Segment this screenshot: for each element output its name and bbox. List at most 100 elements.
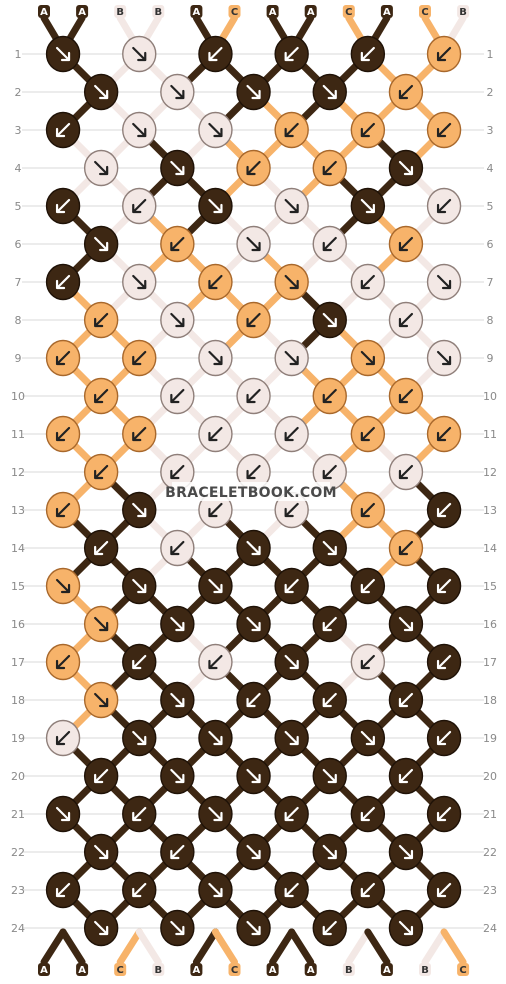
arrow-down-left-icon bbox=[322, 388, 337, 404]
knot bbox=[274, 35, 309, 73]
label-chip bbox=[228, 963, 241, 976]
knot bbox=[198, 491, 233, 529]
arrow-down-left-icon bbox=[132, 426, 147, 442]
knot bbox=[236, 909, 271, 947]
arrow-down-left-icon bbox=[398, 768, 414, 784]
arrow-down-right-icon bbox=[436, 350, 452, 366]
knot bbox=[45, 643, 81, 681]
arrow-down-right-icon bbox=[360, 198, 375, 214]
knot bbox=[426, 491, 462, 529]
arrow-down-right-icon bbox=[170, 692, 185, 708]
arrow-down-right-icon bbox=[94, 844, 109, 860]
label-letter: C bbox=[117, 965, 124, 976]
knot bbox=[83, 681, 119, 719]
arrow-down-left-icon bbox=[398, 464, 414, 480]
knot bbox=[426, 643, 462, 681]
arrow-down-left-icon bbox=[246, 312, 261, 328]
arrow-down-left-icon bbox=[170, 464, 185, 480]
knot bbox=[236, 833, 271, 871]
label-chip bbox=[190, 963, 203, 976]
knot bbox=[312, 149, 347, 187]
knot bbox=[122, 795, 157, 833]
arrow-down-left-icon bbox=[208, 46, 223, 62]
row-number-left: 24 bbox=[11, 922, 25, 935]
knot bbox=[122, 339, 157, 377]
arrow-down-left-icon bbox=[208, 502, 223, 518]
arrow-down-right-icon bbox=[94, 692, 109, 708]
knot bbox=[350, 719, 386, 757]
knot bbox=[236, 301, 271, 339]
knot bbox=[45, 35, 81, 73]
label-letter: A bbox=[383, 7, 391, 18]
row-number-right: 10 bbox=[483, 390, 497, 403]
knot bbox=[388, 453, 424, 491]
arrow-down-left-icon bbox=[360, 502, 375, 518]
arrow-down-right-icon bbox=[246, 540, 261, 556]
knot bbox=[426, 719, 462, 757]
label-letter: B bbox=[116, 7, 124, 18]
knot bbox=[236, 529, 271, 567]
arrow-down-right-icon bbox=[170, 920, 185, 936]
arrow-down-right-icon bbox=[284, 654, 299, 670]
arrow-down-left-icon bbox=[398, 540, 414, 556]
knot bbox=[312, 681, 347, 719]
arrow-down-right-icon bbox=[132, 46, 147, 62]
label-chip bbox=[152, 963, 165, 976]
label-chip bbox=[38, 5, 50, 18]
knot bbox=[350, 187, 386, 225]
row-number-left: 3 bbox=[15, 124, 22, 137]
row-number-right: 15 bbox=[483, 580, 497, 593]
knot bbox=[274, 111, 309, 149]
knot bbox=[83, 377, 119, 415]
arrow-down-left-icon bbox=[55, 122, 71, 138]
row-number-left: 2 bbox=[15, 86, 22, 99]
row-number-right: 12 bbox=[483, 466, 497, 479]
arrow-down-right-icon bbox=[322, 844, 337, 860]
arrow-down-left-icon bbox=[94, 312, 109, 328]
arrow-down-right-icon bbox=[360, 730, 375, 746]
row-number-left: 19 bbox=[11, 732, 25, 745]
watermark: BRACELETBOOK.COM bbox=[165, 482, 337, 501]
knot bbox=[426, 187, 462, 225]
arrow-down-right-icon bbox=[360, 350, 375, 366]
bottom-string-label: C bbox=[114, 963, 127, 976]
row-number-left: 16 bbox=[11, 618, 25, 631]
arrow-down-left-icon bbox=[55, 730, 71, 746]
label-letter: A bbox=[193, 965, 201, 976]
label-chip bbox=[304, 963, 317, 976]
top-string-label: A bbox=[38, 5, 50, 18]
knot bbox=[122, 35, 157, 73]
row-number-left: 11 bbox=[11, 428, 25, 441]
arrow-down-left-icon bbox=[55, 350, 71, 366]
knot bbox=[83, 605, 119, 643]
knot bbox=[388, 225, 424, 263]
arrow-down-left-icon bbox=[55, 198, 71, 214]
knot bbox=[312, 605, 347, 643]
row-number-right: 17 bbox=[483, 656, 497, 669]
knot bbox=[350, 263, 386, 301]
knot bbox=[388, 529, 424, 567]
label-letter: A bbox=[307, 965, 315, 976]
arrow-down-left-icon bbox=[246, 464, 261, 480]
arrow-down-right-icon bbox=[246, 236, 261, 252]
arrow-down-left-icon bbox=[208, 426, 223, 442]
arrow-down-right-icon bbox=[246, 920, 261, 936]
bottom-strand bbox=[135, 928, 162, 966]
row-number-right: 23 bbox=[483, 884, 497, 897]
label-letter: C bbox=[231, 965, 238, 976]
knot bbox=[122, 187, 157, 225]
label-chip bbox=[228, 5, 241, 18]
knot bbox=[350, 35, 386, 73]
arrow-down-right-icon bbox=[170, 84, 185, 100]
arrow-down-right-icon bbox=[55, 578, 71, 594]
arrow-down-right-icon bbox=[398, 920, 414, 936]
knot bbox=[160, 757, 195, 795]
arrow-down-left-icon bbox=[360, 46, 375, 62]
row-number-left: 7 bbox=[15, 276, 22, 289]
knot bbox=[122, 111, 157, 149]
top-string-label: C bbox=[228, 5, 241, 18]
label-letter: A bbox=[78, 7, 86, 18]
knot bbox=[160, 73, 195, 111]
label-letter: B bbox=[459, 7, 467, 18]
row-number-left: 9 bbox=[15, 352, 22, 365]
